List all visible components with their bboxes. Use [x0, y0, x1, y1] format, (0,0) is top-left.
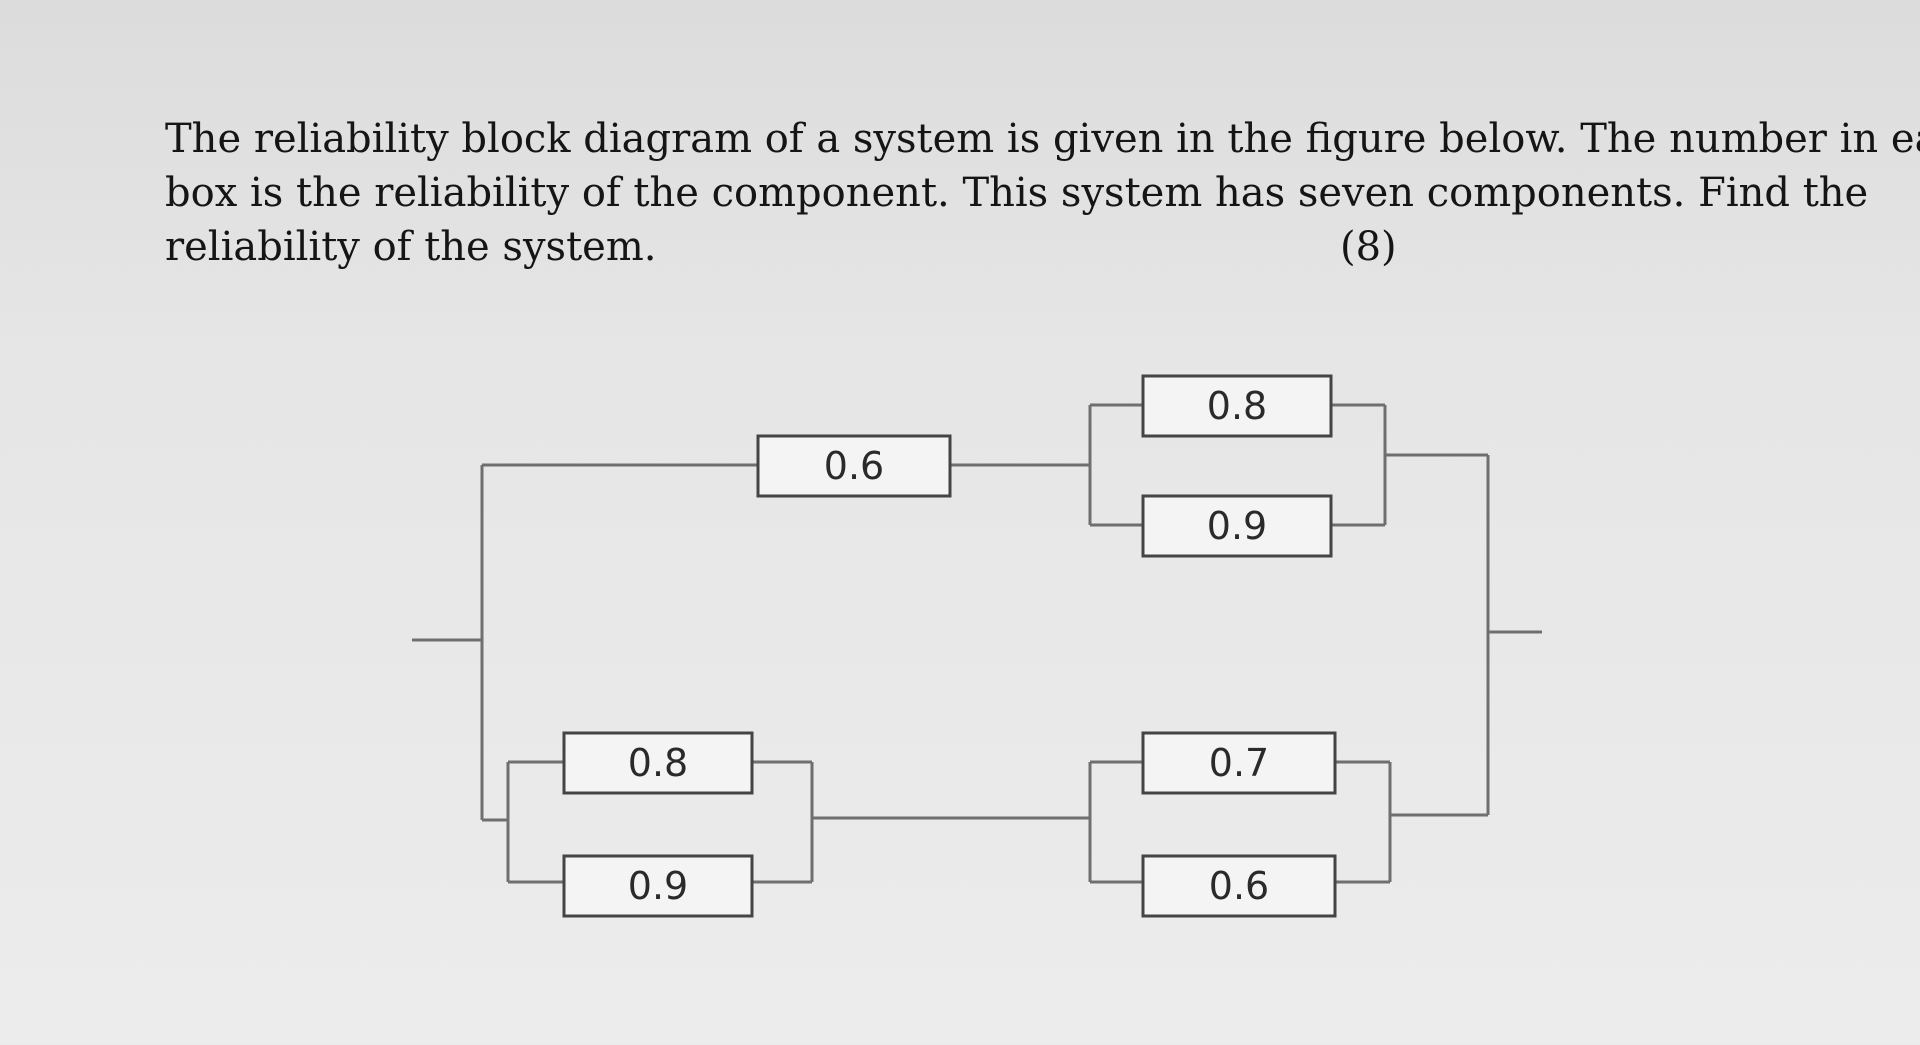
block-bottom-left-1-label: 0.8 — [628, 741, 688, 785]
diagram-blocks: 0.6 0.8 0.9 0.8 0.9 0.7 0.6 — [562, 374, 1337, 918]
question-line-2: box is the reliability of the component.… — [165, 166, 1915, 220]
block-top-parallel-1-label: 0.8 — [1207, 384, 1267, 428]
block-top-series-label: 0.6 — [824, 444, 884, 488]
diagram-wires — [412, 403, 1542, 884]
block-bottom-right-1: 0.7 — [1141, 731, 1337, 795]
block-bottom-right-1-label: 0.7 — [1209, 741, 1269, 785]
block-top-series: 0.6 — [756, 434, 952, 498]
question-text: The reliability block diagram of a syste… — [165, 112, 1920, 274]
block-bottom-left-2: 0.9 — [562, 854, 754, 918]
block-top-parallel-2: 0.9 — [1141, 494, 1333, 558]
block-bottom-right-2-label: 0.6 — [1209, 864, 1269, 908]
marks-label: (8) — [1340, 224, 1397, 270]
question-line-3: reliability of the system. — [165, 224, 657, 270]
block-bottom-left-2-label: 0.9 — [628, 864, 688, 908]
block-bottom-right-2: 0.6 — [1141, 854, 1337, 918]
block-top-parallel-1: 0.8 — [1141, 374, 1333, 438]
block-bottom-left-1: 0.8 — [562, 731, 754, 795]
question-line-1: The reliability block diagram of a syste… — [165, 116, 1920, 162]
question-line-2-text: box is the reliability of the component.… — [165, 170, 1869, 216]
block-top-parallel-2-label: 0.9 — [1207, 504, 1267, 548]
